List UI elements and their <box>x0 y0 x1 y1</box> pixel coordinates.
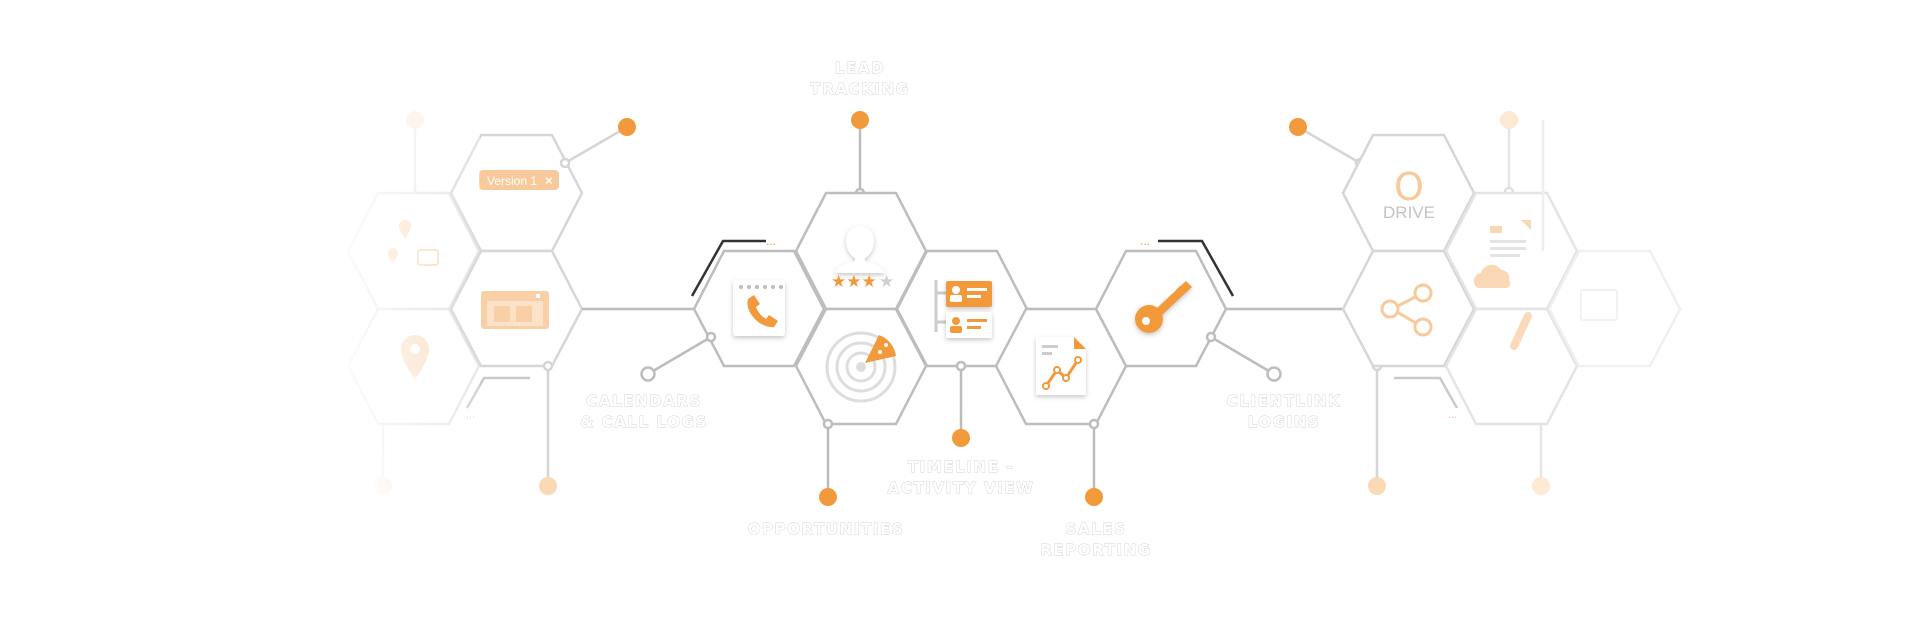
label-lead-tracking-line1: LEAD <box>835 59 885 77</box>
sales-reporting-marker[interactable] <box>1085 488 1103 506</box>
window-icon <box>1580 289 1618 321</box>
calendars-marker[interactable] <box>640 366 656 382</box>
version-badge[interactable]: Version 1 × <box>479 170 559 190</box>
left-faded-cluster: Version 1 × ... <box>340 100 697 510</box>
svg-text:...: ... <box>1140 234 1150 248</box>
label-timeline-line1: TIMELINE - <box>908 458 1014 476</box>
timeline-marker[interactable] <box>952 429 970 447</box>
phone-icon <box>733 280 785 336</box>
user-rating-icon: ★★★ ★ <box>831 226 894 292</box>
lead-tracking-marker[interactable] <box>851 111 869 129</box>
label-sales-line1: SALES <box>1065 520 1126 538</box>
pencil-icon <box>1510 312 1532 350</box>
version-badge-label: Version 1 <box>487 174 537 188</box>
label-clientlink-line2: LOGINS <box>1248 413 1321 431</box>
chart-report-icon <box>1036 337 1086 395</box>
share-icon <box>1380 283 1433 337</box>
svg-text:...: ... <box>766 234 776 248</box>
svg-text:★: ★ <box>879 272 894 292</box>
close-icon[interactable]: × <box>545 173 553 188</box>
clientlink-marker[interactable] <box>1266 366 1282 382</box>
cloud-document-icon <box>1473 220 1531 288</box>
drive-letter: O <box>1394 165 1424 209</box>
browser-window-icon <box>481 291 549 329</box>
label-clientlink-line1: CLIENTLINK <box>1227 392 1342 410</box>
drive-logo: O DRIVE <box>1383 165 1435 222</box>
svg-text:...: ... <box>1448 409 1457 421</box>
label-calendars-line2: & CALL LOGS <box>580 413 708 431</box>
label-sales-line2: REPORTING <box>1040 541 1152 559</box>
label-opportunities: OPPORTUNITIES <box>748 520 905 538</box>
radar-icon <box>825 331 897 403</box>
center-cluster: ... ... <box>580 59 1348 559</box>
label-calendars-line1: CALENDARS <box>586 392 702 410</box>
key-icon <box>1135 281 1192 333</box>
opportunities-marker[interactable] <box>819 488 837 506</box>
right-faded-cluster: ... O DRIVE <box>1289 111 1682 495</box>
contact-cards-icon <box>934 280 992 338</box>
label-timeline-line2: ACTIVITY VIEW <box>888 479 1035 497</box>
label-lead-tracking-line2: TRACKING <box>810 80 909 98</box>
drive-label: DRIVE <box>1383 203 1435 222</box>
svg-text:★★★: ★★★ <box>831 272 877 292</box>
